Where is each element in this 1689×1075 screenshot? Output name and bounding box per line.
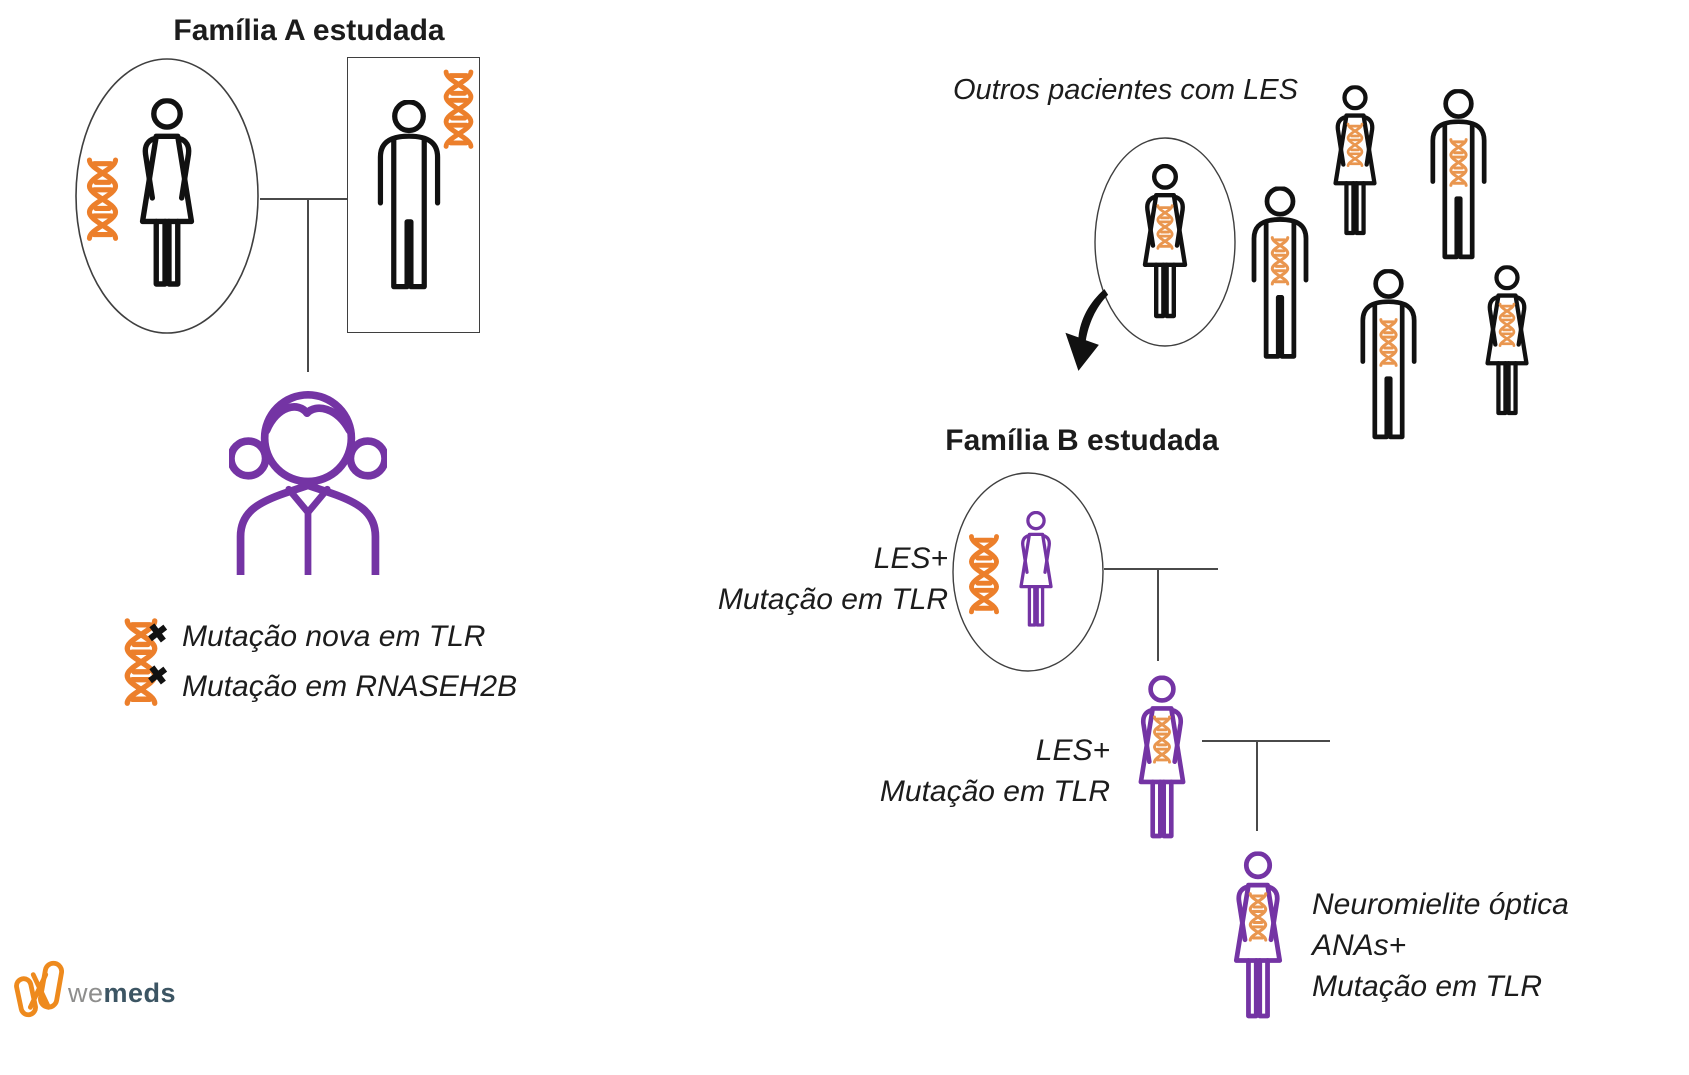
gen2-couple-connector [1202, 740, 1330, 742]
selected-patient-ellipse [1094, 137, 1236, 347]
logo-we: we [68, 978, 104, 1008]
family-a-title: Família A estudada [173, 14, 445, 47]
gen3-anas-label: ANAs+ [1312, 929, 1407, 962]
gen1-labels: LES+ Mutação em TLR [690, 538, 948, 620]
wemeds-logo-text: wemeds [68, 978, 176, 1009]
gen3-labels: Neuromielite óptica ANAs+ Mutação em TLR [1312, 884, 1569, 1007]
other-patients-title: Outros pacientes com LES [953, 74, 1298, 106]
patient-figure-icon [1320, 70, 1390, 256]
x-mark-icon: ✖ [145, 660, 170, 692]
curved-arrow-icon [1058, 284, 1110, 376]
dna-icon [962, 533, 1006, 619]
selected-patient-figure-icon [1129, 150, 1201, 338]
gen3-mutation-label: Mutação em TLR [1312, 970, 1543, 1003]
gen2-child-connector [1256, 741, 1258, 831]
patient-figure-icon [1350, 258, 1427, 460]
family-a-couple-connector [260, 198, 347, 200]
patient-figure-icon [1472, 250, 1542, 436]
patient-figure-icon [1241, 175, 1319, 380]
logo-meds: meds [103, 978, 177, 1008]
gen2-les-label: LES+ [1035, 734, 1110, 767]
dna-icon [82, 156, 123, 246]
gen3-woman-figure-icon [1219, 840, 1297, 1036]
family-a-father-frame [347, 57, 480, 333]
family-a-mother-ellipse [75, 58, 259, 334]
dna-icon [439, 68, 478, 154]
legend-mutation-rnaseh2b-label: Mutação em RNASEH2B [182, 670, 518, 703]
legend-mutation-tlr-label: Mutação nova em TLR [182, 620, 486, 653]
gen2-woman-figure-icon [1124, 664, 1200, 856]
gen1-child-connector [1157, 569, 1159, 661]
family-a-child-connector [307, 199, 309, 372]
gen2-mutation-label: Mutação em TLR [879, 775, 1110, 808]
daughter-girl-icon [229, 390, 387, 575]
mother-figure-icon [123, 98, 211, 294]
gen1-couple-connector [1104, 568, 1218, 570]
family-b-gen1-ellipse [952, 472, 1104, 672]
gen3-neuromielite-label: Neuromielite óptica [1312, 888, 1569, 921]
family-b-title: Família B estudada [945, 424, 1219, 457]
gen2-labels: LES+ Mutação em TLR [855, 730, 1110, 812]
gen1-mutation-label: Mutação em TLR [717, 583, 948, 616]
x-mark-icon: ✖ [145, 618, 170, 650]
gen1-woman-figure-icon [1009, 505, 1063, 637]
wemeds-logo-icon [14, 958, 64, 1022]
gen1-les-label: LES+ [873, 542, 948, 575]
